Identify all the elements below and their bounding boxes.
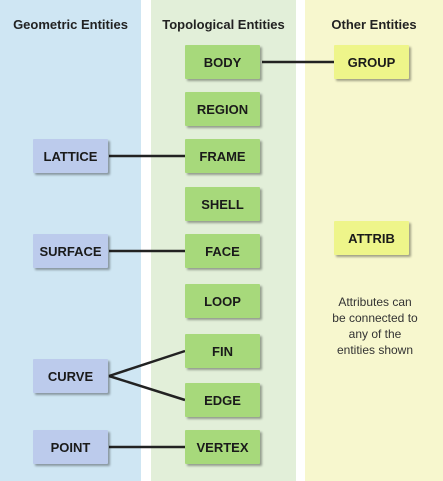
edge-box: EDGE [185,383,260,417]
attrib-box: ATTRIB [334,221,409,255]
frame-box: FRAME [185,139,260,173]
topological-column-title: Topological Entities [162,17,285,32]
fin-box: FIN [185,334,260,368]
region-box: REGION [185,92,260,126]
link-curve-edge [108,374,186,402]
lattice-box: LATTICE [33,139,108,173]
vertex-box: VERTEX [185,430,260,464]
curve-box: CURVE [33,359,108,393]
body-box: BODY [185,45,260,79]
geometric-column-title: Geometric Entities [13,17,128,32]
attributes-note: Attributes can be connected to any of th… [332,295,418,357]
group-box: GROUP [334,45,409,79]
other-column-title: Other Entities [331,17,417,32]
surface-box: SURFACE [33,234,108,268]
face-box: FACE [185,234,260,268]
point-box: POINT [33,430,108,464]
link-curve-fin [108,349,186,378]
loop-box: LOOP [185,284,260,318]
shell-box: SHELL [185,187,260,221]
